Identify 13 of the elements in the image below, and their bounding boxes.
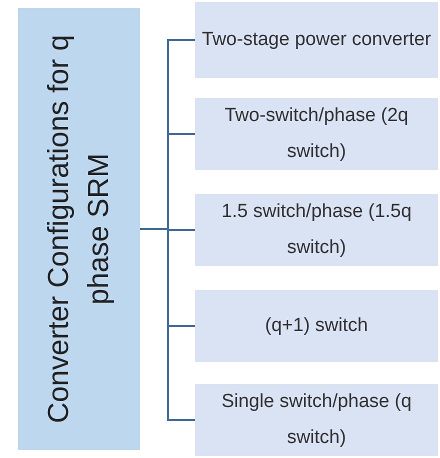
option-box — [195, 2, 438, 78]
option-box — [195, 290, 438, 362]
category-title: Converter Configurations for q phase SRM — [42, 34, 116, 426]
option-box — [195, 194, 438, 266]
option-label: 1.5 switch/phase (1.5q switch) — [220, 200, 413, 260]
option-label: Two-switch/phase (2q switch) — [224, 104, 410, 164]
option-box — [195, 98, 438, 170]
option-label: Two-stage power converter — [202, 28, 432, 52]
bracket-connector — [140, 228, 195, 421]
option-label: (q+1) switch — [265, 314, 368, 338]
category-box — [18, 8, 140, 450]
option-box — [195, 384, 438, 456]
option-label: Single switch/phase (q switch) — [220, 390, 413, 450]
